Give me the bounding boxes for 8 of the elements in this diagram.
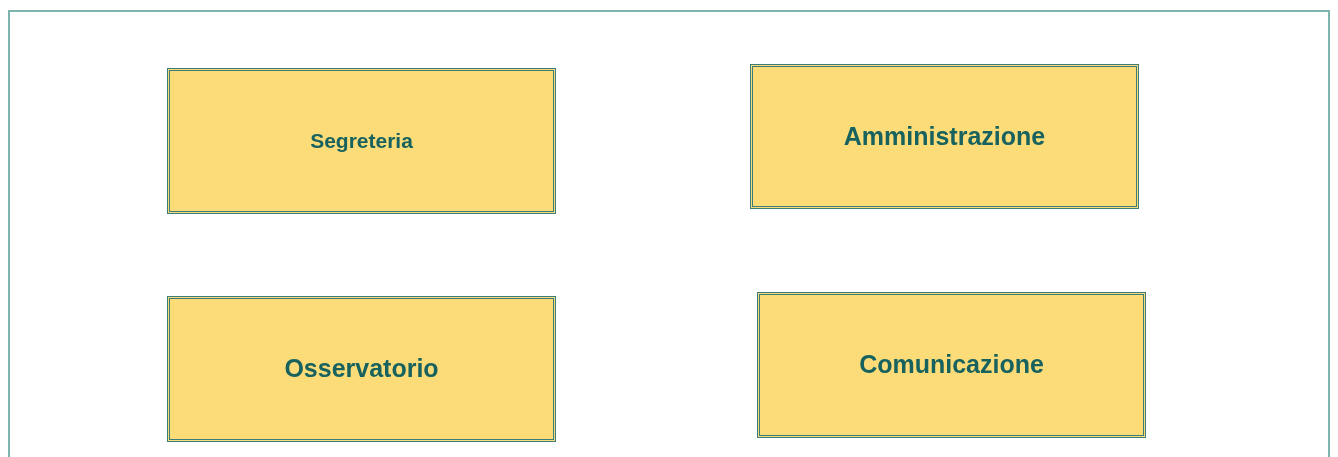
department-label: Osservatorio xyxy=(284,353,439,385)
department-box xyxy=(167,68,556,214)
department-box xyxy=(757,292,1146,438)
department-box xyxy=(750,64,1139,209)
department-label: Amministrazione xyxy=(843,120,1046,152)
department-label: Segreteria xyxy=(310,128,413,155)
department-label: Comunicazione xyxy=(859,349,1044,381)
department-box xyxy=(167,296,556,442)
